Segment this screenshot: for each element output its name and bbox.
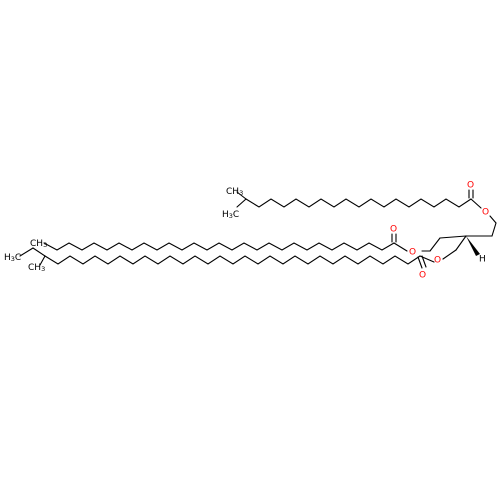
glycerol-bond-1 <box>491 222 497 237</box>
label-o-ester-top: O <box>482 208 489 218</box>
label-methyl-bottom-lower: CH3 <box>28 263 45 274</box>
top-acyl-chain <box>245 198 472 208</box>
top-branch-bond-upper <box>236 191 247 200</box>
top-branch-bond-lower <box>236 198 247 208</box>
label-hydrogen: H <box>479 255 486 265</box>
label-methyl-top-upper: CH3 <box>226 187 243 198</box>
middle-ester-bond <box>393 242 408 252</box>
top-ester-bond <box>470 198 482 209</box>
label-o-ester-bottom: O <box>434 256 441 266</box>
label-o-carbonyl-middle: O <box>390 225 397 235</box>
bottom-carbonyl-bond-b <box>421 255 427 268</box>
label-o-carbonyl-bottom: O <box>419 271 426 281</box>
bottom-ethyl-bond-1 <box>19 247 34 257</box>
label-methyl-top-lower: H3C <box>222 210 239 221</box>
glycerol-bond-4 <box>429 237 441 252</box>
label-methyl-middle: CH3 <box>30 239 47 250</box>
stereo-wedge <box>466 236 480 256</box>
label-o-carbonyl-top: O <box>467 181 474 191</box>
bottom-branch-methyl <box>39 255 46 266</box>
bottom-acyl-chain <box>44 255 421 265</box>
top-o-to-glycerol <box>489 215 497 224</box>
label-o-ester-middle: O <box>409 248 416 258</box>
label-methyl-bottom-upper: H3C <box>4 253 21 264</box>
middle-acyl-chain <box>43 242 395 251</box>
bottom-carbonyl-bond-a <box>417 256 423 269</box>
glycerol-bond-5 <box>455 235 467 251</box>
bottom-ethyl-bond-2 <box>32 247 46 257</box>
bottom-o-to-glycerol <box>442 249 457 260</box>
glycerol-bond-3 <box>439 235 467 239</box>
